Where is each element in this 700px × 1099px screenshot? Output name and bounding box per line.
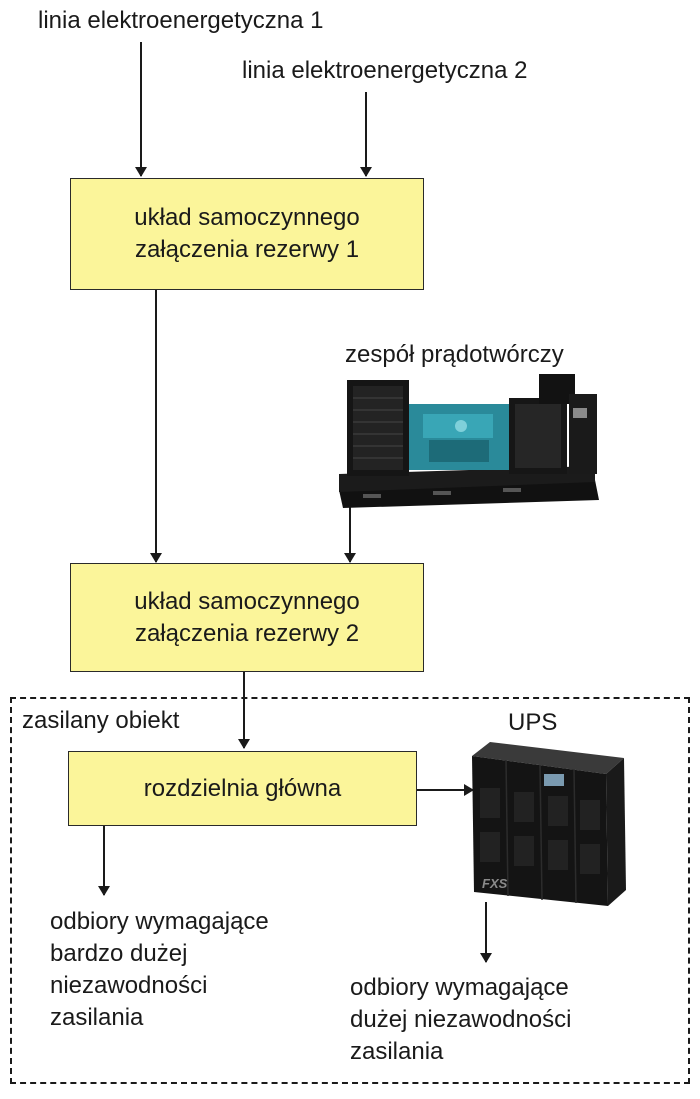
ups-brand-text: FXS: [482, 876, 508, 891]
powered-site-label: zasilany obiekt: [22, 707, 180, 734]
main-switchboard-box: rozdzielnia główna: [68, 751, 417, 826]
ups-cabinet-icon: FXS: [472, 742, 626, 906]
ups-label: UPS: [508, 709, 558, 736]
main-switchboard-label: rozdzielnia główna: [143, 774, 342, 802]
transfer-switch-2-box: układ samoczynnego załączenia rezerwy 2: [70, 563, 424, 672]
high-reliability-loads-label: odbiory wymagające dużej niezawodności z…: [350, 974, 572, 1065]
input-line-2-label: linia elektroenergetyczna 2: [242, 57, 528, 84]
critical-loads-label: odbiory wymagające bardzo dużej niezawod…: [50, 908, 269, 1031]
transfer-switch-1-label: układ samoczynnego załączenia rezerwy 1: [134, 204, 360, 263]
generator-label: zespół prądotwórczy: [345, 341, 564, 368]
powered-site-boundary: [10, 697, 690, 1084]
transfer-switch-2-label: układ samoczynnego załączenia rezerwy 2: [134, 587, 360, 647]
generator-set-icon: [339, 374, 599, 508]
input-line-1-label: linia elektroenergetyczna 1: [38, 7, 324, 34]
transfer-switch-1-box: układ samoczynnego załączenia rezerwy 1: [70, 178, 424, 290]
